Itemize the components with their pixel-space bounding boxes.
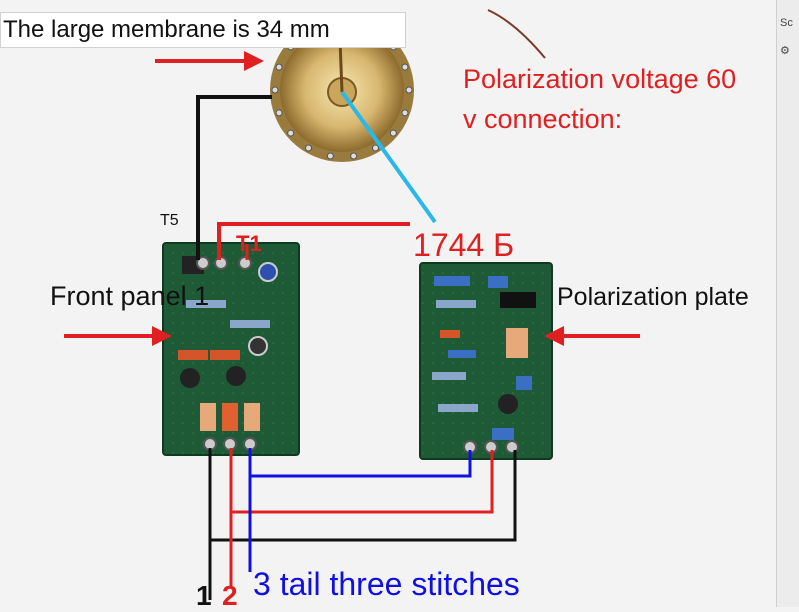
capsule-screw xyxy=(402,64,408,70)
t5-label: T5 xyxy=(160,213,179,229)
pcb-resistor xyxy=(438,404,478,412)
polarization-voltage-label: Polarization voltage 60 xyxy=(463,66,736,93)
pcb-transistor xyxy=(226,366,246,386)
pcb-diode xyxy=(210,350,240,360)
wire-number-2: 2 xyxy=(222,582,238,610)
t1-label: T1 xyxy=(236,233,262,255)
polarization-plate-pcb xyxy=(420,263,552,459)
capsule-screw xyxy=(276,64,282,70)
pcb-resistor xyxy=(436,300,476,308)
capsule-screw xyxy=(327,153,333,159)
capsule-screw xyxy=(288,130,294,136)
pcb-capacitor xyxy=(244,403,260,431)
capsule-screw xyxy=(373,145,379,151)
arrow-to-membrane xyxy=(155,51,264,71)
pad-t1-b xyxy=(239,257,251,269)
pcb-component xyxy=(492,428,514,440)
capsule-screw xyxy=(276,110,282,116)
pcb-component xyxy=(448,350,476,358)
pcb-component xyxy=(500,292,536,308)
capsule-screw xyxy=(390,130,396,136)
pcb-capacitor xyxy=(222,403,238,431)
pcb-capacitor xyxy=(259,263,277,281)
pcb-capacitor xyxy=(506,328,528,358)
pcb-component xyxy=(516,376,532,390)
front-panel-label: Front panel 1 xyxy=(50,283,209,310)
capsule-screw xyxy=(351,153,357,159)
arrow-to-polarization-plate xyxy=(544,326,640,346)
pcb-diode xyxy=(440,330,460,338)
pcb-component xyxy=(488,276,508,288)
front-panel-pcb xyxy=(163,243,299,455)
pcb-diode xyxy=(178,350,208,360)
pcb-resistor xyxy=(432,372,466,380)
polarization-plate-label: Polarization plate xyxy=(557,285,749,310)
pcb-transistor xyxy=(498,394,518,414)
pcb-resistor xyxy=(230,320,270,328)
code-1744-label: 1744 Б xyxy=(413,229,514,261)
tail-stitches-label: 3 tail three stitches xyxy=(253,568,520,600)
pcb-component xyxy=(434,276,470,286)
polarization-voltage-label-cont: v connection: xyxy=(463,106,622,133)
pcb-transistor xyxy=(180,368,200,388)
pcb-capacitor xyxy=(249,337,267,355)
side-glyph: Sc xyxy=(780,18,793,29)
title-label: The large membrane is 34 mm xyxy=(3,18,330,42)
capsule-screw xyxy=(306,145,312,151)
capsule-screw xyxy=(272,87,278,93)
pcb-capacitor xyxy=(200,403,216,431)
capsule-screw xyxy=(402,110,408,116)
side-glyph: ⚙ xyxy=(780,46,790,57)
window-side-strip xyxy=(776,0,799,607)
capsule-wire xyxy=(488,10,545,58)
wire-number-1: 1 xyxy=(196,582,212,610)
arrow-to-front-panel xyxy=(64,326,172,346)
capsule-screw xyxy=(406,87,412,93)
